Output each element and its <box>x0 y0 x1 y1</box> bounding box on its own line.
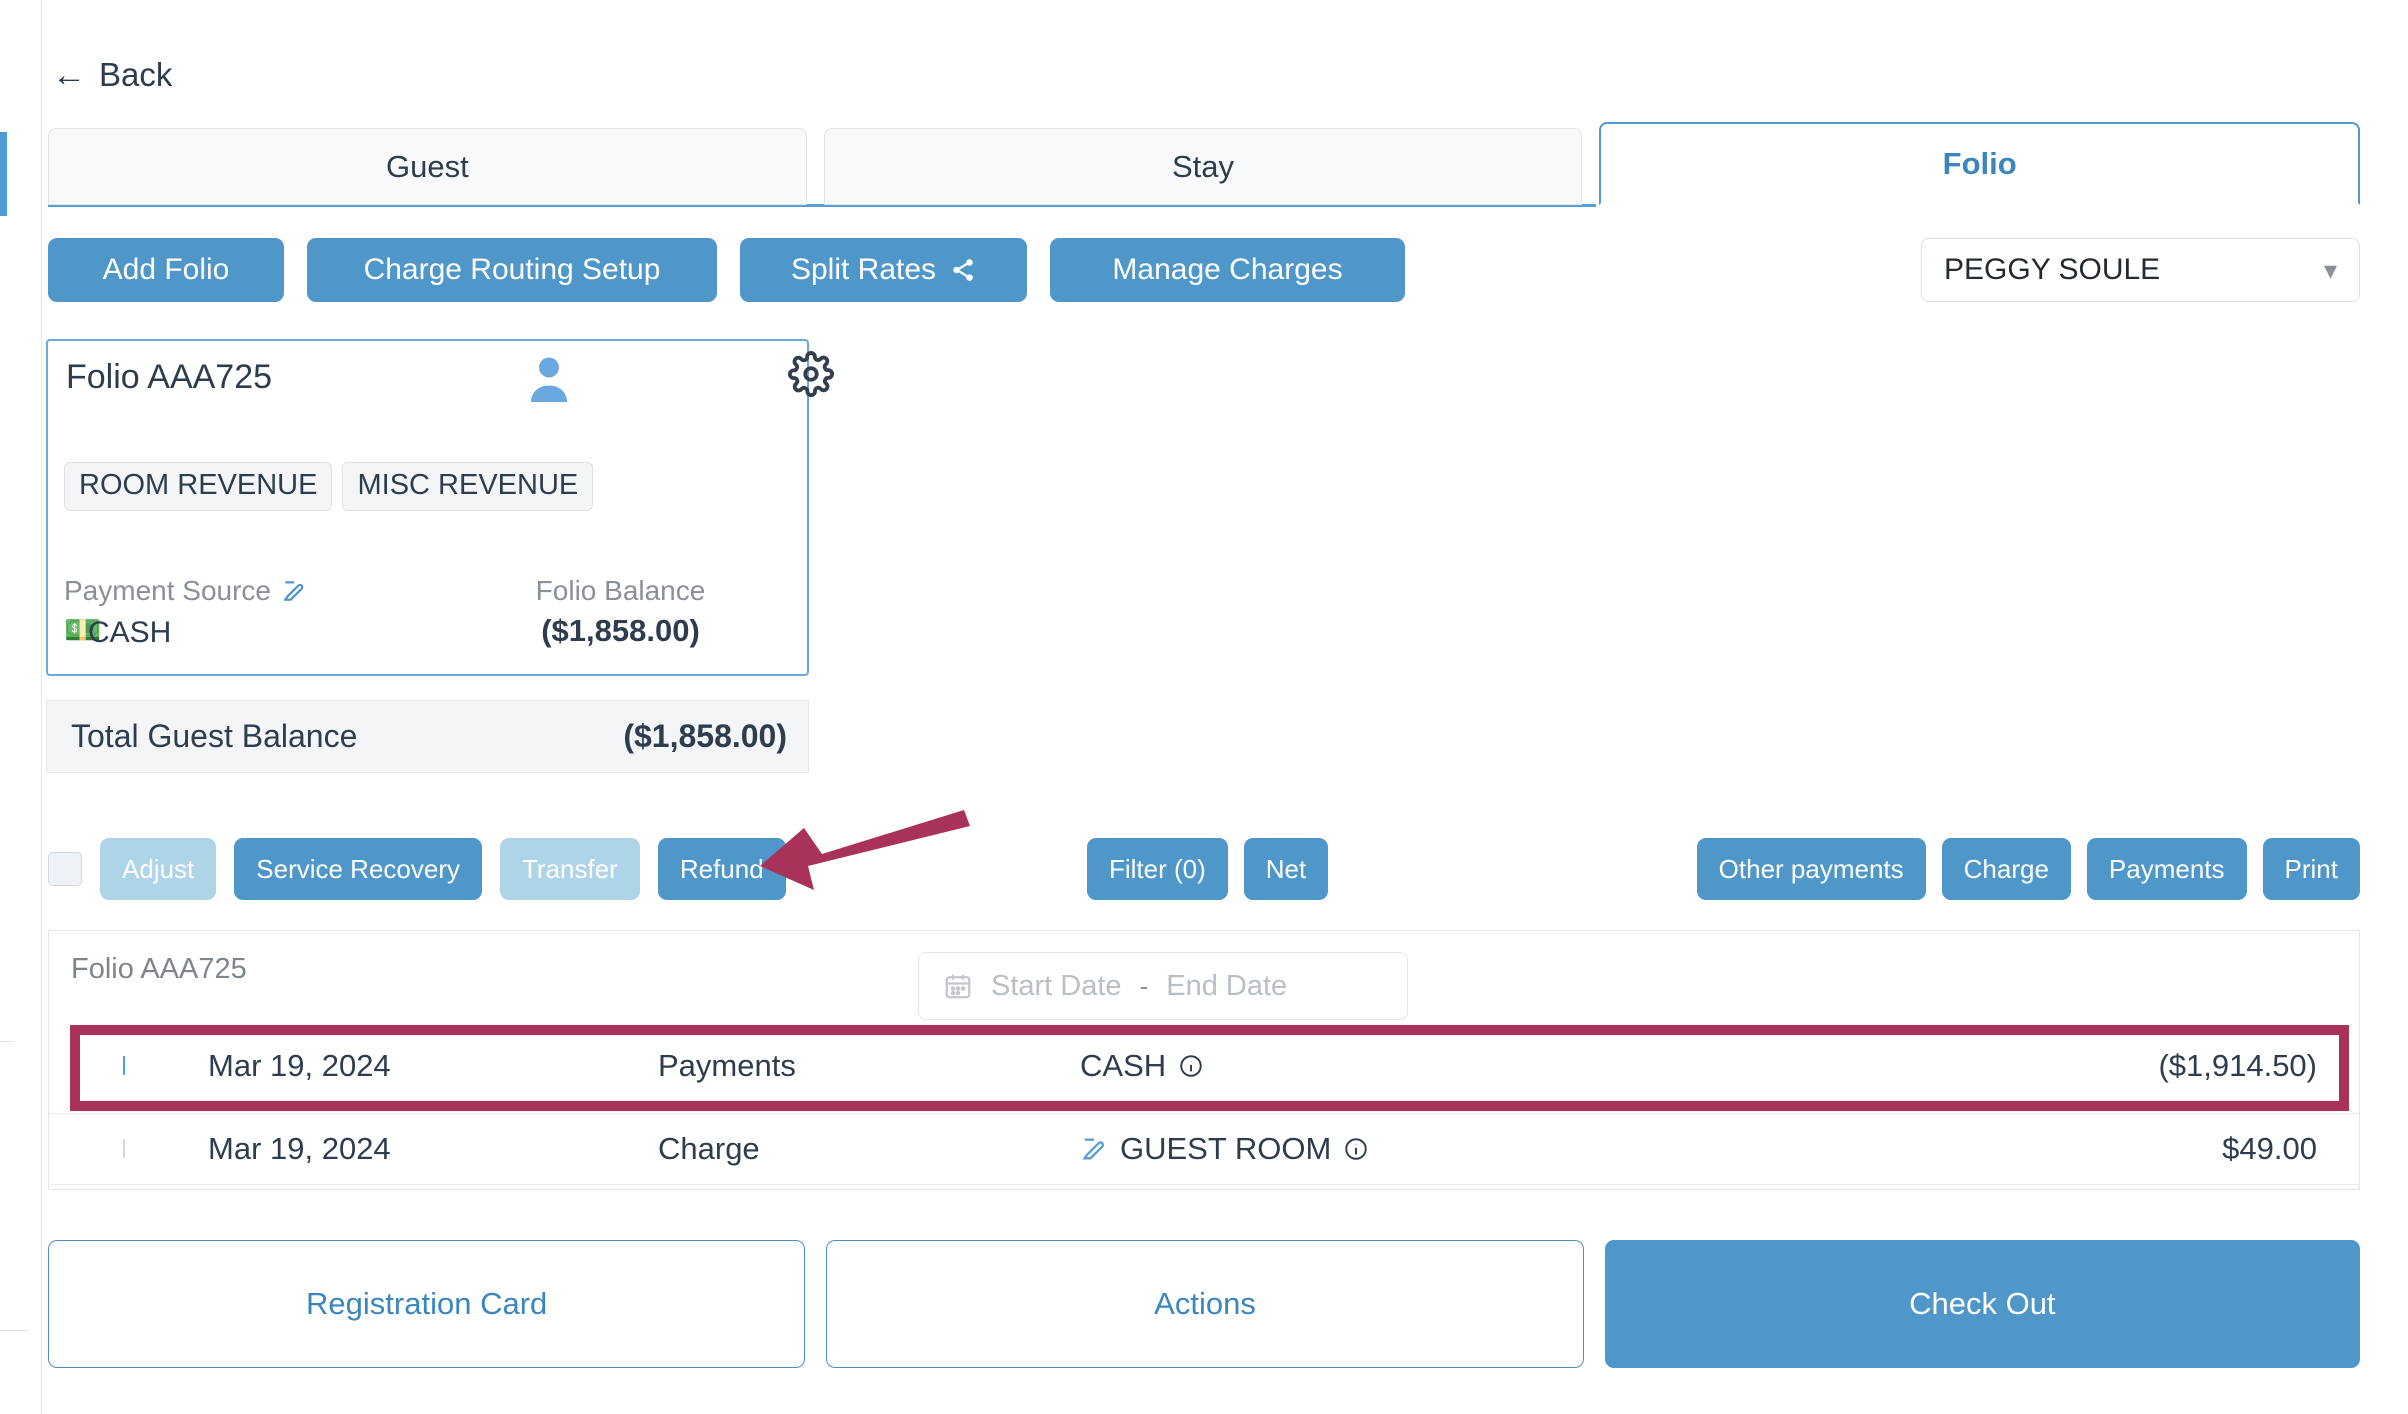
guest-select[interactable]: PEGGY SOULE ▾ <box>1921 238 2360 302</box>
person-icon <box>526 353 572 410</box>
transaction-button-group: Other payments Charge Payments Print <box>1696 838 2360 900</box>
folio-toolbar: Add Folio Charge Routing Setup Split Rat… <box>48 238 1405 302</box>
back-label: Back <box>99 56 173 93</box>
chip-room-revenue[interactable]: ROOM REVENUE <box>64 462 333 511</box>
tab-guest[interactable]: Guest <box>48 128 807 205</box>
tab-folio-label: Folio <box>1942 145 2017 181</box>
net-button[interactable]: Net <box>1243 838 1329 900</box>
manage-charges-button[interactable]: Manage Charges <box>1050 238 1405 302</box>
row-source-label: CASH <box>1080 1048 1167 1083</box>
folio-card[interactable]: Folio AAA725 ROOM REVENUE MISC REVENUE P… <box>46 339 834 676</box>
edit-icon[interactable] <box>1080 1135 1108 1163</box>
registration-card-button[interactable]: Registration Card <box>48 1240 806 1368</box>
row-amount: $49.00 <box>2222 1131 2317 1166</box>
row-date: Mar 19, 2024 <box>208 1048 391 1083</box>
check-out-button[interactable]: Check Out <box>1604 1240 2360 1368</box>
print-button[interactable]: Print <box>2262 838 2360 900</box>
charge-button[interactable]: Charge <box>1941 838 2071 900</box>
share-icon <box>953 259 973 281</box>
payment-source-label-group: Payment Source <box>64 575 307 607</box>
tab-stay-label: Stay <box>1171 148 1235 184</box>
transactions-panel-title: Folio AAA725 <box>71 953 247 985</box>
start-date-input[interactable]: Start Date <box>991 969 1122 1002</box>
actions-button[interactable]: Actions <box>826 1240 1584 1368</box>
row-type: Payments <box>658 1048 796 1083</box>
payment-source-value: CASH <box>88 616 172 649</box>
gear-icon[interactable] <box>788 351 834 402</box>
folio-balance-label: Folio Balance <box>535 575 706 606</box>
folio-card-title: Folio AAA725 <box>66 358 273 396</box>
chip-misc-revenue[interactable]: MISC REVENUE <box>342 462 594 511</box>
payments-button[interactable]: Payments <box>2086 838 2247 900</box>
row-checkbox[interactable] <box>123 1139 125 1158</box>
left-rail-tick-upper <box>0 1041 14 1042</box>
table-row[interactable]: Mar 19, 2024 Payments CASH ($1,914.50) <box>50 1031 2359 1101</box>
filter-button-group: Filter (0) Net <box>1087 838 1329 900</box>
other-payments-button[interactable]: Other payments <box>1696 838 1926 900</box>
chevron-down-icon: ▾ <box>2323 254 2337 285</box>
row-source-label: GUEST ROOM <box>1120 1131 1332 1166</box>
total-guest-balance-value: ($1,858.00) <box>623 718 787 754</box>
money-icon: 💵 <box>64 614 102 647</box>
row-type: Charge <box>658 1131 760 1166</box>
folio-chip-list: ROOM REVENUE MISC REVENUE <box>64 462 594 511</box>
row-checkbox[interactable] <box>123 1056 125 1075</box>
service-recovery-button[interactable]: Service Recovery <box>234 838 482 900</box>
row-amount: ($1,914.50) <box>2158 1048 2317 1083</box>
left-rail-divider <box>41 0 42 1414</box>
row-source: CASH <box>1080 1048 1204 1084</box>
date-range-filter[interactable]: Start Date - End Date <box>918 952 1408 1020</box>
left-rail-accent <box>0 132 7 216</box>
tabs-underline <box>48 204 1596 207</box>
calendar-icon <box>945 974 971 999</box>
total-guest-balance-bar: Total Guest Balance ($1,858.00) <box>46 700 809 773</box>
split-rates-label: Split Rates <box>790 253 937 286</box>
info-icon[interactable] <box>1178 1053 1204 1079</box>
row-action-bar: Adjust Service Recovery Transfer Refund <box>48 838 786 900</box>
info-icon[interactable] <box>1343 1136 1369 1162</box>
transfer-button[interactable]: Transfer <box>500 838 640 900</box>
charge-routing-setup-button[interactable]: Charge Routing Setup <box>307 238 717 302</box>
arrow-left-icon: ← <box>52 56 86 94</box>
refund-button[interactable]: Refund <box>657 838 786 900</box>
tab-guest-label: Guest <box>385 148 469 184</box>
back-button[interactable]: ← Back <box>52 56 172 94</box>
table-row[interactable]: Mar 19, 2024 Charge GUEST ROOM $49.00 <box>50 1113 2359 1185</box>
edit-icon[interactable] <box>281 578 307 604</box>
folio-balance-value: ($1,858.00) <box>541 613 700 648</box>
filter-button[interactable]: Filter (0) <box>1087 838 1228 900</box>
adjust-button[interactable]: Adjust <box>100 838 217 900</box>
tab-stay[interactable]: Stay <box>823 128 1583 205</box>
select-all-checkbox[interactable] <box>48 852 82 886</box>
date-range-separator: - <box>1139 970 1149 1001</box>
tab-folio[interactable]: Folio <box>1599 122 2361 205</box>
footer-action-bar: Registration Card Actions Check Out <box>48 1240 2360 1368</box>
row-source: GUEST ROOM <box>1080 1131 1369 1167</box>
split-rates-button[interactable]: Split Rates <box>740 238 1027 302</box>
tab-bar: Guest Stay Folio <box>48 122 2361 205</box>
end-date-input[interactable]: End Date <box>1166 969 1288 1002</box>
total-guest-balance-label: Total Guest Balance <box>71 718 358 754</box>
add-folio-button[interactable]: Add Folio <box>48 238 284 302</box>
guest-select-value: PEGGY SOULE <box>1944 253 2161 286</box>
payment-source-label: Payment Source <box>64 575 271 606</box>
left-rail-tick-lower <box>0 1330 28 1331</box>
row-date: Mar 19, 2024 <box>208 1131 391 1166</box>
